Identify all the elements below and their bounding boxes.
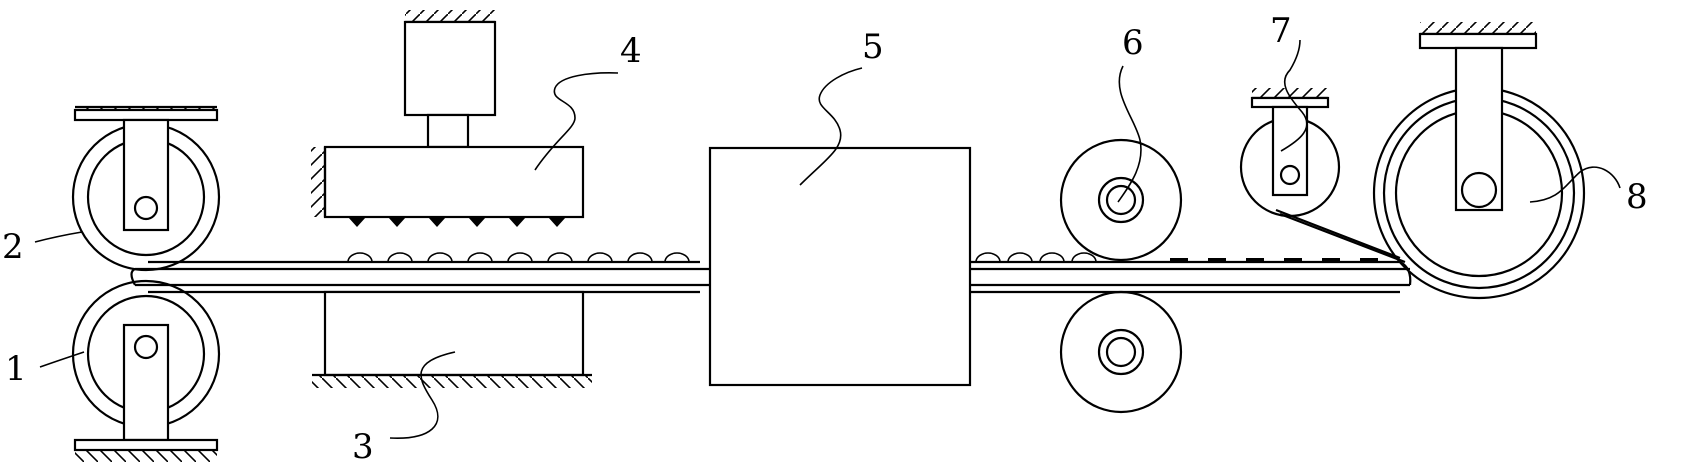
take-up-roller bbox=[1372, 22, 1586, 300]
label-4: 4 bbox=[620, 31, 642, 71]
label-3: 3 bbox=[352, 427, 374, 467]
formed-bumps-left bbox=[347, 252, 690, 263]
punch-press bbox=[311, 10, 585, 227]
flattened-marks bbox=[1170, 258, 1378, 262]
label-1: 1 bbox=[5, 349, 27, 389]
punch-tips bbox=[348, 217, 566, 227]
label-5: 5 bbox=[862, 27, 884, 67]
leader-lines bbox=[34, 39, 1621, 439]
label-2: 2 bbox=[2, 227, 24, 267]
formed-bumps-right bbox=[975, 252, 1097, 263]
film-roller bbox=[1239, 88, 1406, 264]
label-7: 7 bbox=[1270, 11, 1292, 51]
central-unit bbox=[708, 146, 972, 387]
label-8: 8 bbox=[1626, 177, 1648, 217]
pressing-rollers bbox=[1059, 138, 1183, 414]
label-6: 6 bbox=[1122, 23, 1144, 63]
upper-left-roller bbox=[71, 105, 221, 272]
lower-left-roller bbox=[71, 279, 221, 462]
lower-die-block bbox=[312, 290, 592, 388]
